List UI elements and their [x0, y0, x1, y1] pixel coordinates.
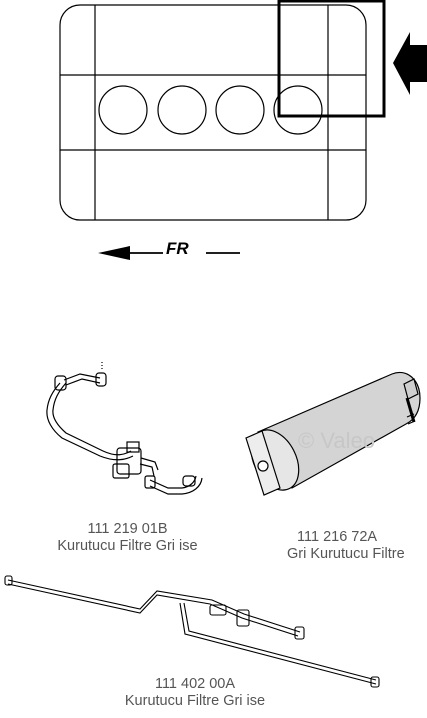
watermark: © Valeo	[298, 428, 375, 453]
part-caption-3: 111 402 00A Kurutucu Filtre Gri ise	[80, 676, 310, 710]
drier-part-111-216-72A	[245, 371, 421, 496]
part-number: 111 219 01B	[87, 521, 168, 537]
part-caption-2: 111 216 72A Gri Kurutucu Filtre	[280, 529, 427, 563]
part-number: 111 216 72A	[297, 529, 378, 545]
part-description: Kurutucu Filtre Gri ise	[124, 693, 266, 709]
engine-bay-diagram	[59, 4, 367, 221]
part-number: 111 402 00A	[154, 676, 236, 692]
front-direction-arrow	[98, 246, 240, 260]
highlight-box	[277, 0, 386, 118]
cylinder-4	[273, 85, 323, 135]
front-direction-label: FR	[166, 239, 189, 258]
cylinder-3	[215, 85, 265, 135]
part-description: Gri Kurutucu Filtre	[287, 546, 405, 562]
hose-part-111-219-01B	[46, 362, 203, 495]
part-description: Kurutucu Filtre Gri ise	[57, 538, 198, 554]
pointer-arrow-icon	[393, 32, 427, 95]
cylinder-1	[98, 85, 148, 135]
cylinder-2	[157, 85, 207, 135]
part-caption-1: 111 219 01B Kurutucu Filtre Gri ise	[20, 521, 235, 555]
line-part-111-402-00A	[4, 575, 380, 688]
arrow-left-icon	[98, 246, 130, 260]
